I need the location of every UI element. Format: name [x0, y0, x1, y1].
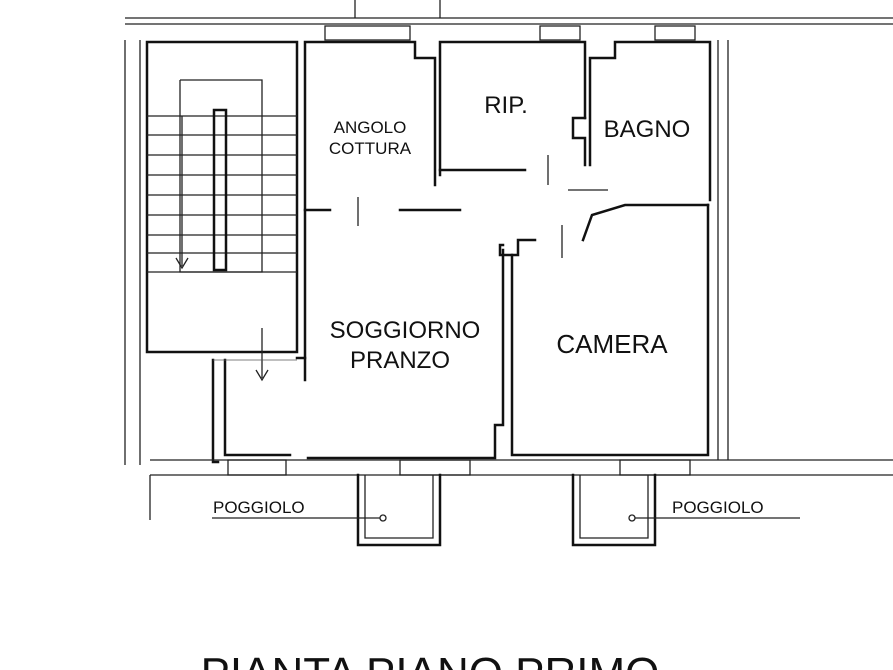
- balcony-label-left: POGGIOLO: [213, 498, 305, 517]
- room-label-living-2: PRANZO: [350, 347, 450, 374]
- entrance-area: [211, 356, 307, 464]
- room-label-storage: RIP.: [484, 92, 528, 119]
- room-label-bedroom: CAMERA: [556, 329, 668, 359]
- top-windows: [324, 25, 696, 41]
- living-walls: [306, 238, 537, 460]
- stair-treads: [147, 115, 297, 254]
- bathroom-walls: [561, 40, 712, 258]
- landing-arrow-icon: [255, 328, 269, 382]
- room-label-kitchen-1: ANGOLO: [334, 118, 407, 137]
- building-top-wall: [125, 0, 893, 25]
- room-label-bathroom: BAGNO: [604, 116, 691, 143]
- facade-band: [149, 459, 893, 520]
- storage-walls: [438, 40, 587, 185]
- plan-title: PIANTA PIANO PRIMO: [201, 649, 660, 670]
- room-label-kitchen-2: COTTURA: [329, 139, 412, 158]
- bedroom-walls: [510, 203, 710, 457]
- exterior-right-wall: [717, 40, 729, 460]
- stair-arrow-icon: [175, 116, 189, 270]
- room-label-living-1: SOGGIORNO: [330, 317, 481, 344]
- balcony-label-right: POGGIOLO: [672, 498, 764, 517]
- exterior-left-wall: [124, 40, 141, 465]
- kitchen-walls: [303, 40, 462, 382]
- balcony-right: [571, 473, 800, 547]
- balcony-left: [212, 473, 442, 547]
- staircase: [145, 40, 299, 382]
